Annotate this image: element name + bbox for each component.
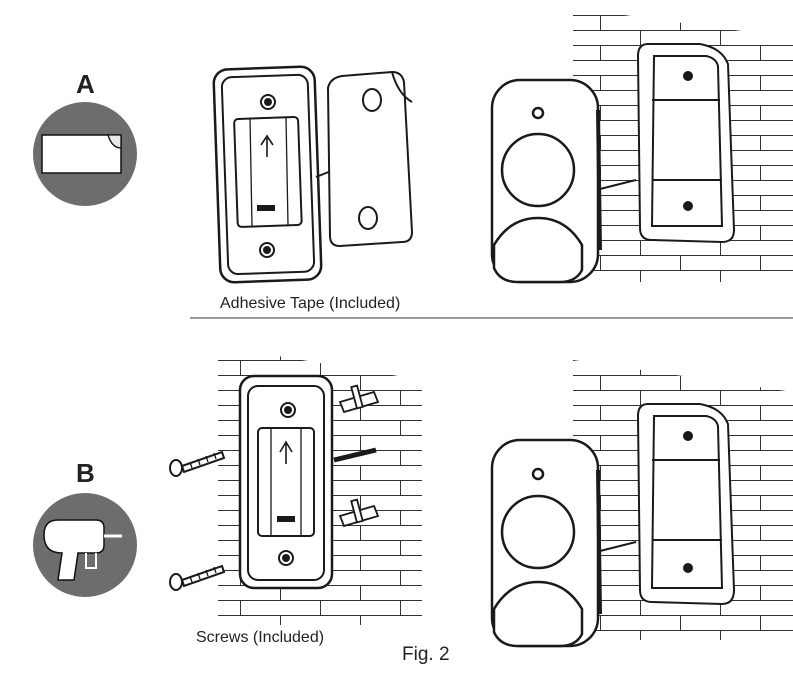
mount-arrow xyxy=(595,179,637,191)
caption-adhesive-tape: Adhesive Tape (Included) xyxy=(220,295,401,312)
power-drill-icon xyxy=(33,493,137,597)
adhesive-pad xyxy=(326,70,414,248)
step-letter-a: A xyxy=(76,69,95,99)
doorbell-button-unit xyxy=(490,438,602,648)
screw-upper xyxy=(169,450,226,477)
doorbell-button-unit xyxy=(490,78,602,284)
step-letter-b: B xyxy=(76,458,95,488)
mount-arrow xyxy=(595,541,637,553)
wall-anchor-lower xyxy=(338,498,380,528)
screw-lower xyxy=(169,564,226,591)
adhesive-tape-icon xyxy=(33,102,137,206)
mount-arrow xyxy=(333,447,377,463)
caption-screws: Screws (Included) xyxy=(196,629,325,646)
figure-label: Fig. 2 xyxy=(402,644,450,665)
wall-bracket xyxy=(636,403,736,606)
wall-anchor-upper xyxy=(338,384,380,414)
wall-bracket xyxy=(636,43,736,244)
back-plate-with-screws xyxy=(238,374,334,590)
back-plate-with-tape xyxy=(212,65,323,284)
